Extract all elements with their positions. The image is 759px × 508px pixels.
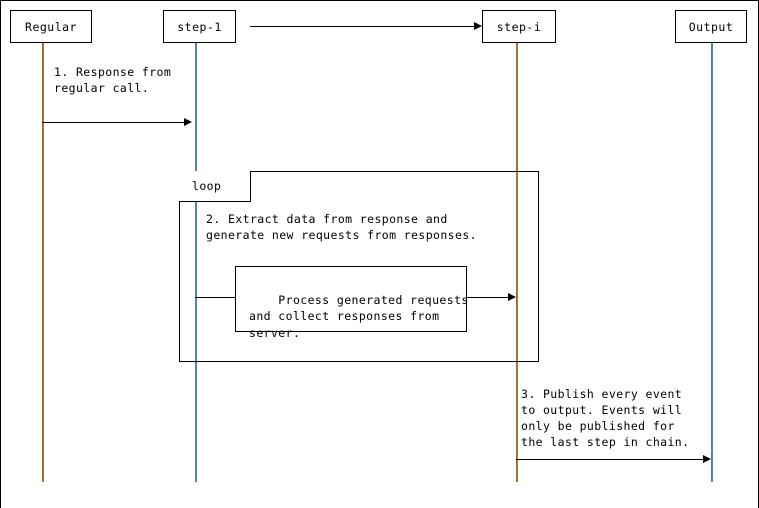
participant-output[interactable]: Output: [675, 10, 747, 43]
lifeline-output: [711, 43, 713, 482]
participant-step-i[interactable]: step-i: [482, 10, 556, 43]
participant-output-label: Output: [688, 19, 734, 34]
message-publish-to-output-label: 3. Publish every event to output. Events…: [521, 387, 690, 449]
participant-regular-label: Regular: [25, 19, 77, 34]
page-border-left: [0, 0, 1, 508]
page-border-top: [0, 0, 759, 1]
message-response-from-regular-line: [42, 122, 184, 123]
message-process-requests-line-left: [195, 297, 235, 298]
participant-regular[interactable]: Regular: [10, 10, 92, 43]
message-response-from-regular-label: 1. Response from regular call.: [54, 65, 172, 95]
message-chain-arrow-line: [250, 26, 474, 27]
message-process-requests-head: [508, 293, 516, 301]
participant-step-1-label: step-1: [177, 19, 222, 34]
loop-fragment-operator-label: loop: [192, 179, 222, 193]
participant-step-i-label: step-i: [496, 19, 542, 34]
loop-fragment-tag: loop: [179, 171, 251, 202]
lifeline-step-i: [516, 43, 518, 482]
loop-fragment-body-text: 2. Extract data from response and genera…: [206, 212, 477, 242]
loop-fragment: [179, 171, 539, 362]
message-publish-to-output-head: [703, 455, 711, 463]
message-publish-to-output-line: [516, 459, 703, 460]
process-note-box: Process generated requests and collect r…: [235, 266, 468, 340]
lifeline-step-1: [195, 43, 197, 482]
message-process-requests-line-right: [467, 297, 508, 298]
message-response-from-regular-head: [184, 118, 192, 126]
participant-step-1[interactable]: step-1: [163, 10, 236, 43]
process-note-text: Process generated requests and collect r…: [249, 292, 469, 340]
message-chain-arrow-head: [474, 22, 482, 30]
lifeline-regular: [42, 43, 44, 482]
